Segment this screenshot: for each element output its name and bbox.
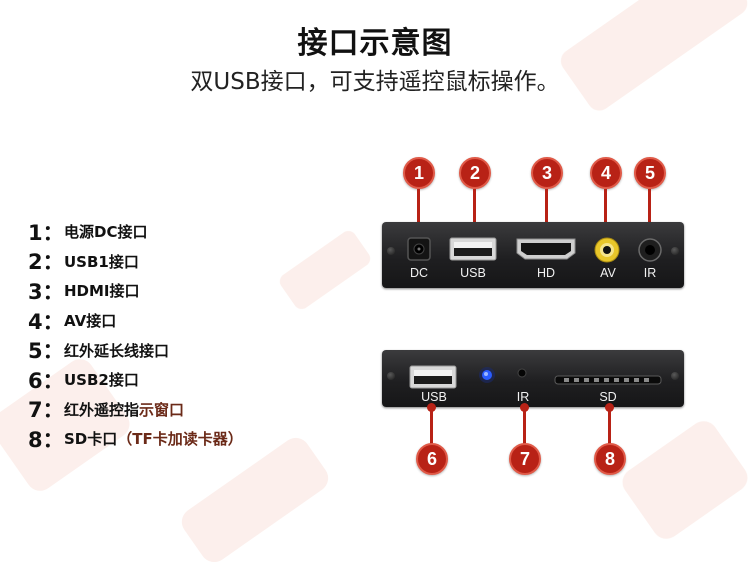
page-title: 接口示意图	[297, 26, 453, 61]
legend-number: 3：	[28, 279, 64, 304]
legend-text: 红外延长线接口	[64, 341, 170, 360]
port-label-usb2: USB	[421, 390, 447, 404]
legend-item-usb2: 6： USB2接口	[28, 365, 243, 395]
dc-power-port	[407, 237, 431, 261]
port-label-sd: SD	[599, 390, 617, 404]
leader-line	[608, 408, 611, 446]
legend-number: 7：	[28, 398, 64, 423]
badge-6: 6	[416, 443, 448, 475]
usb-port-2	[409, 365, 457, 389]
blue-led-indicator	[479, 367, 495, 383]
badge-8: 8	[594, 443, 626, 475]
legend-text: AV接口	[64, 312, 117, 331]
badge-7: 7	[509, 443, 541, 475]
legend-number: 1：	[28, 220, 64, 245]
sd-card-slot	[554, 375, 662, 385]
legend-item-ir-ext: 5： 红外延长线接口	[28, 335, 243, 365]
port-label-usb1: USB	[460, 266, 486, 280]
legend-number: 4：	[28, 309, 64, 334]
ir-receiver-window	[517, 368, 527, 378]
legend-text: SD卡口	[64, 430, 118, 449]
rear-panel: DC USB HD AV IR	[382, 222, 684, 288]
port-label-dc: DC	[409, 266, 429, 280]
leader-dot	[520, 403, 529, 412]
leader-line	[648, 189, 651, 231]
legend-text-highlight: （TF卡加读卡器）	[117, 430, 243, 449]
page-subtitle: 双USB接口，可支持遥控鼠标操作。	[190, 69, 560, 95]
legend-text: HDMI接口	[64, 282, 140, 301]
leader-dot	[605, 403, 614, 412]
legend-number: 2：	[28, 250, 64, 275]
badge-5: 5	[634, 157, 666, 189]
legend-text-highlight: 示窗口	[139, 400, 185, 419]
port-label-hdmi: HD	[536, 266, 556, 280]
ir-extension-jack	[638, 238, 662, 262]
hdmi-port	[516, 238, 576, 260]
legend-item-sd: 8： SD卡口（TF卡加读卡器）	[28, 424, 243, 454]
leader-line	[523, 408, 526, 446]
port-label-ir: IR	[643, 266, 657, 280]
legend-number: 6：	[28, 368, 64, 393]
screw-icon	[387, 372, 395, 380]
screw-icon	[387, 247, 395, 255]
front-panel: USB IR SD	[382, 350, 684, 407]
legend-text: 电源DC接口	[64, 223, 148, 242]
port-legend: 1： 电源DC接口 2： USB1接口 3： HDMI接口 4： AV接口 5：…	[28, 217, 243, 454]
leader-line	[545, 189, 548, 231]
badge-1: 1	[403, 157, 435, 189]
screw-icon	[671, 247, 679, 255]
badge-2: 2	[459, 157, 491, 189]
badge-3: 3	[531, 157, 563, 189]
legend-item-hdmi: 3： HDMI接口	[28, 276, 243, 306]
legend-item-dc: 1： 电源DC接口	[28, 217, 243, 247]
leader-line	[430, 408, 433, 446]
av-jack	[594, 237, 620, 263]
legend-item-ir-window: 7： 红外遥控指示窗口	[28, 395, 243, 425]
legend-text: USB1接口	[64, 252, 139, 271]
badge-4: 4	[590, 157, 622, 189]
usb-port-1	[449, 237, 497, 261]
leader-line	[473, 189, 476, 231]
legend-number: 5：	[28, 339, 64, 364]
legend-item-usb1: 2： USB1接口	[28, 247, 243, 277]
legend-number: 8：	[28, 427, 64, 452]
screw-icon	[671, 372, 679, 380]
legend-item-av: 4： AV接口	[28, 306, 243, 336]
leader-line	[417, 189, 420, 231]
port-label-ir-window: IR	[516, 390, 530, 404]
legend-text: 红外遥控指	[64, 400, 140, 419]
leader-dot	[427, 403, 436, 412]
leader-line	[604, 189, 607, 231]
port-label-av: AV	[600, 266, 616, 280]
legend-text: USB2接口	[64, 371, 139, 390]
